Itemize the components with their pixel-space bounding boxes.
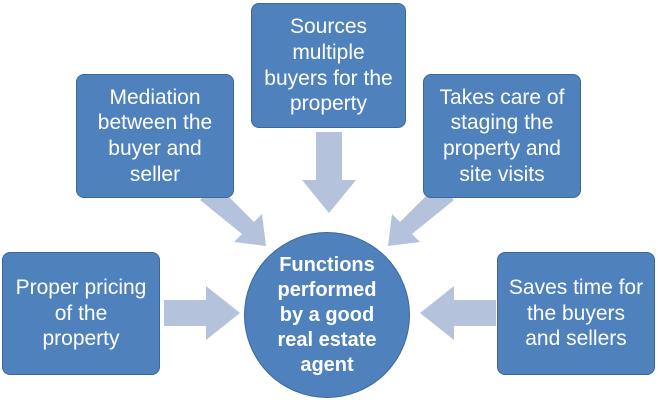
arrow-staging-to-center <box>388 194 454 246</box>
node-mediation: Mediation between the buyer and seller <box>76 74 234 198</box>
arrow-sources-to-center <box>302 132 356 213</box>
arrow-mediation-to-center <box>200 194 266 246</box>
node-sources-multiple-buyers: Sources multiple buyers for the property <box>251 3 406 128</box>
node-staging-site-visits: Takes care of staging the property and s… <box>423 74 581 198</box>
arrow-saves-time-to-center <box>420 286 496 340</box>
arrow-pricing-to-center <box>164 286 240 340</box>
node-saves-time: Saves time for the buyers and sellers <box>497 252 655 375</box>
node-proper-pricing: Proper pricing of the property <box>2 252 160 375</box>
center-functions-circle: Functions performed by a good real estat… <box>244 232 410 398</box>
